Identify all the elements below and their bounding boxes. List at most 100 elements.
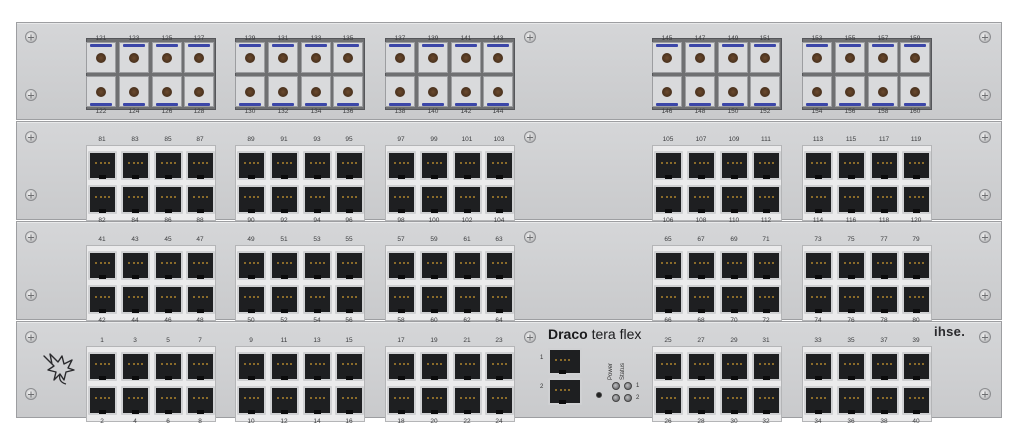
rj45-port[interactable] xyxy=(453,251,482,280)
rj45-port[interactable] xyxy=(654,386,683,415)
rj45-port[interactable] xyxy=(720,285,749,314)
rj45-port[interactable] xyxy=(237,285,266,314)
rj45-port[interactable] xyxy=(420,386,449,415)
fiber-port[interactable] xyxy=(184,76,214,107)
fiber-port[interactable] xyxy=(86,76,116,107)
rj45-port[interactable] xyxy=(303,285,332,314)
rj45-port[interactable] xyxy=(687,352,716,381)
rj45-port[interactable] xyxy=(186,352,215,381)
rj45-port[interactable] xyxy=(303,386,332,415)
rj45-port[interactable] xyxy=(154,352,183,381)
rj45-port[interactable] xyxy=(270,386,299,415)
fiber-port[interactable] xyxy=(301,76,331,107)
rj45-port[interactable] xyxy=(420,352,449,381)
rj45-port[interactable] xyxy=(485,285,514,314)
rj45-port[interactable] xyxy=(902,285,931,314)
fiber-port[interactable] xyxy=(385,42,415,73)
rj45-port[interactable] xyxy=(186,285,215,314)
rj45-port[interactable] xyxy=(387,251,416,280)
rj45-port[interactable] xyxy=(902,185,931,214)
rj45-port[interactable] xyxy=(121,285,150,314)
rj45-port[interactable] xyxy=(453,285,482,314)
fiber-port[interactable] xyxy=(835,76,865,107)
rj45-port[interactable] xyxy=(837,185,866,214)
rj45-port[interactable] xyxy=(804,352,833,381)
rj45-port[interactable] xyxy=(154,251,183,280)
rj45-port[interactable] xyxy=(88,386,117,415)
rj45-port[interactable] xyxy=(687,185,716,214)
rj45-port[interactable] xyxy=(335,185,364,214)
rj45-port[interactable] xyxy=(837,352,866,381)
rj45-port[interactable] xyxy=(420,285,449,314)
fiber-port[interactable] xyxy=(750,42,780,73)
rj45-port[interactable] xyxy=(121,151,150,180)
net-port-1[interactable] xyxy=(548,348,582,375)
rj45-port[interactable] xyxy=(270,151,299,180)
rj45-port[interactable] xyxy=(902,386,931,415)
rj45-port[interactable] xyxy=(154,386,183,415)
fiber-port[interactable] xyxy=(718,42,748,73)
rj45-port[interactable] xyxy=(870,352,899,381)
rj45-port[interactable] xyxy=(687,285,716,314)
rj45-port[interactable] xyxy=(687,151,716,180)
rj45-port[interactable] xyxy=(837,151,866,180)
rj45-port[interactable] xyxy=(387,386,416,415)
fiber-port[interactable] xyxy=(451,76,481,107)
rj45-port[interactable] xyxy=(453,352,482,381)
rj45-port[interactable] xyxy=(654,151,683,180)
fiber-port[interactable] xyxy=(119,76,149,107)
fiber-port[interactable] xyxy=(268,42,298,73)
rj45-port[interactable] xyxy=(804,151,833,180)
rj45-port[interactable] xyxy=(387,185,416,214)
net-port-2[interactable] xyxy=(548,378,582,405)
rj45-port[interactable] xyxy=(237,185,266,214)
rj45-port[interactable] xyxy=(186,151,215,180)
rj45-port[interactable] xyxy=(335,352,364,381)
rj45-port[interactable] xyxy=(237,386,266,415)
rj45-port[interactable] xyxy=(687,386,716,415)
rj45-port[interactable] xyxy=(720,386,749,415)
rj45-port[interactable] xyxy=(154,285,183,314)
fiber-port[interactable] xyxy=(483,42,513,73)
rj45-port[interactable] xyxy=(453,151,482,180)
rj45-port[interactable] xyxy=(88,285,117,314)
rj45-port[interactable] xyxy=(687,251,716,280)
fiber-port[interactable] xyxy=(685,42,715,73)
rj45-port[interactable] xyxy=(335,151,364,180)
rj45-port[interactable] xyxy=(453,386,482,415)
rj45-port[interactable] xyxy=(420,251,449,280)
rj45-port[interactable] xyxy=(752,285,781,314)
fiber-port[interactable] xyxy=(86,42,116,73)
rj45-port[interactable] xyxy=(654,185,683,214)
rj45-port[interactable] xyxy=(121,185,150,214)
fiber-port[interactable] xyxy=(235,42,265,73)
fiber-port[interactable] xyxy=(418,42,448,73)
rj45-port[interactable] xyxy=(270,352,299,381)
fiber-port[interactable] xyxy=(685,76,715,107)
rj45-port[interactable] xyxy=(270,185,299,214)
rj45-port[interactable] xyxy=(870,151,899,180)
rj45-port[interactable] xyxy=(121,251,150,280)
rj45-port[interactable] xyxy=(752,386,781,415)
fiber-port[interactable] xyxy=(835,42,865,73)
rj45-port[interactable] xyxy=(654,352,683,381)
rj45-port[interactable] xyxy=(654,285,683,314)
rj45-port[interactable] xyxy=(186,251,215,280)
rj45-port[interactable] xyxy=(335,386,364,415)
rj45-port[interactable] xyxy=(387,352,416,381)
rj45-port[interactable] xyxy=(485,386,514,415)
fiber-port[interactable] xyxy=(385,76,415,107)
rj45-port[interactable] xyxy=(88,185,117,214)
fiber-port[interactable] xyxy=(868,76,898,107)
rj45-port[interactable] xyxy=(387,151,416,180)
rj45-port[interactable] xyxy=(804,185,833,214)
rj45-port[interactable] xyxy=(720,151,749,180)
rj45-port[interactable] xyxy=(654,251,683,280)
fiber-port[interactable] xyxy=(483,76,513,107)
rj45-port[interactable] xyxy=(270,285,299,314)
rj45-port[interactable] xyxy=(186,386,215,415)
fiber-port[interactable] xyxy=(119,42,149,73)
rj45-port[interactable] xyxy=(902,352,931,381)
rj45-port[interactable] xyxy=(270,251,299,280)
rj45-port[interactable] xyxy=(387,285,416,314)
